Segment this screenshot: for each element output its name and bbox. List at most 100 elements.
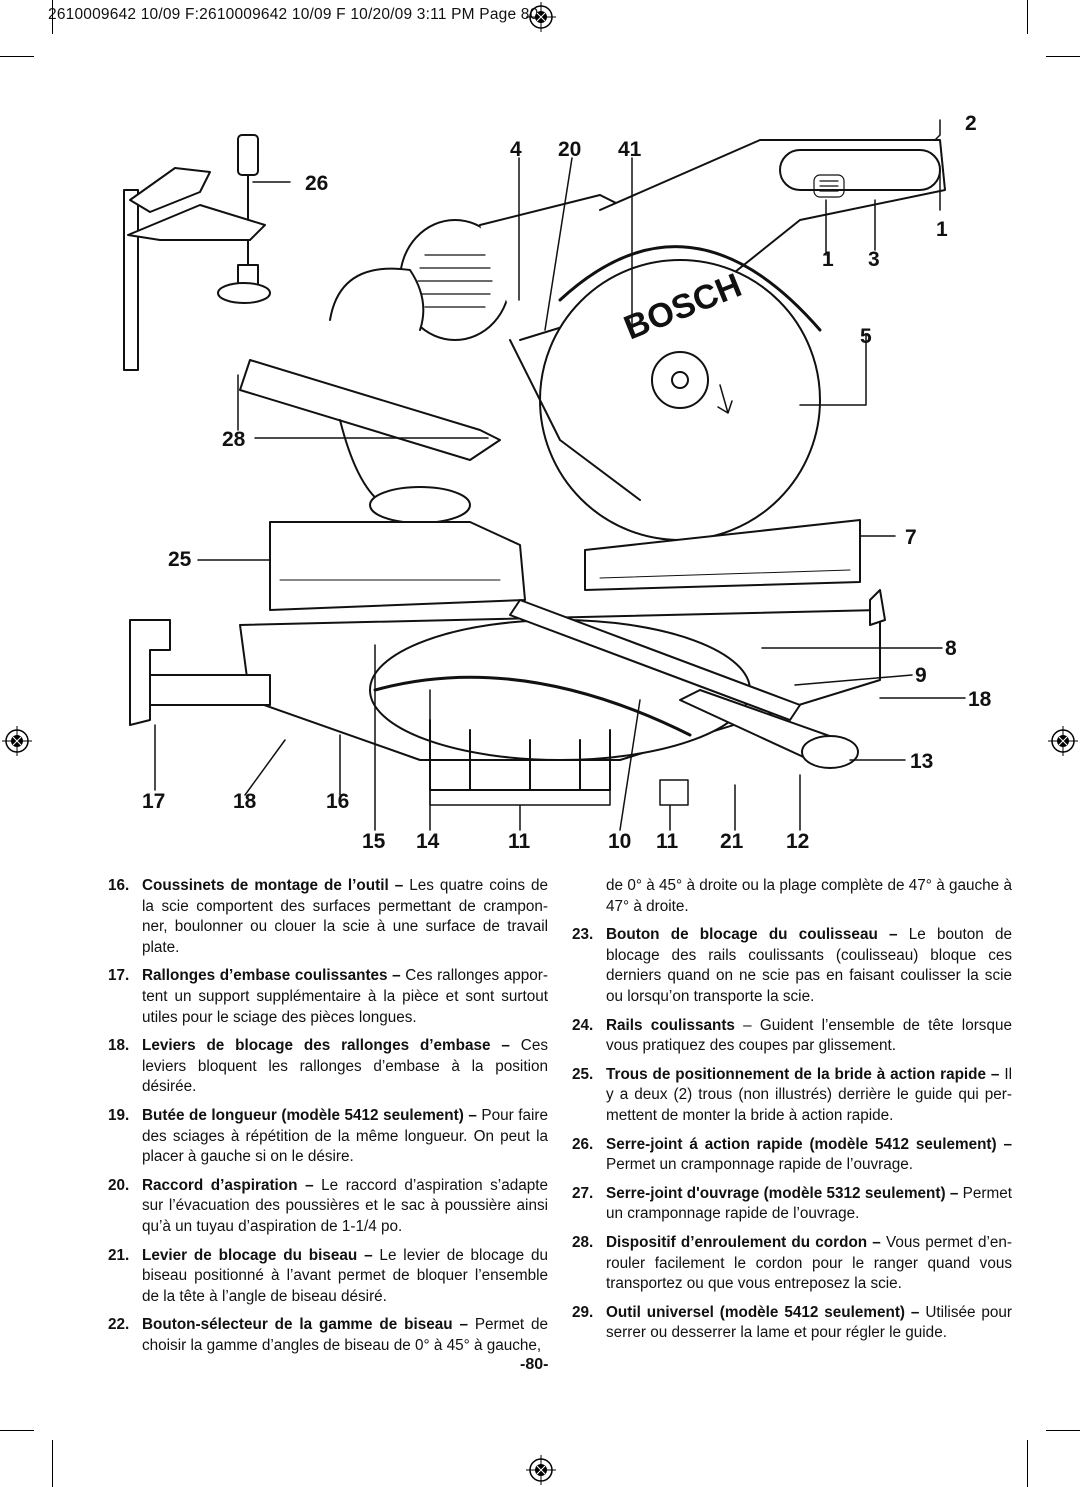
- item-number: 20.: [108, 1176, 130, 1194]
- item-term: Rails coulissants: [606, 1016, 735, 1034]
- legend-item-17: 17. Rallonges d’embase coulissantes – Ces…: [108, 966, 548, 1028]
- item-number: 21.: [108, 1246, 130, 1264]
- item-number: 28.: [572, 1233, 594, 1251]
- callout-21: 21: [720, 830, 744, 853]
- item-number: 16.: [108, 877, 130, 894]
- callout-10: 10: [608, 830, 632, 853]
- item-text: Le bouton de blocage des rails coulissan…: [606, 926, 1012, 1005]
- item-text: – Guident l’ensemble de tête lorsque vou…: [606, 1016, 1012, 1055]
- trim-mark: [52, 0, 53, 34]
- item-number: 17.: [108, 967, 130, 985]
- fence-right: [584, 519, 861, 591]
- item-term: Bouton-sélecteur de la gamme de biseau –: [142, 1316, 468, 1334]
- legend-item-21: 21. Levier de blocage du biseau – Le levi…: [108, 1246, 548, 1308]
- callout-13: 13: [910, 750, 934, 773]
- legend-item-27: 27.Serre-joint d'ouvrage (modèle 5312 se…: [572, 1184, 1012, 1225]
- legend-column-right: de 0° à 45° à droite ou la plage complèt…: [572, 876, 1012, 1352]
- clamp-screw: [237, 134, 259, 176]
- callout-14: 14: [416, 830, 440, 853]
- legend-item-24: 24. Rails coulissants – Guident l’ensembl…: [572, 1016, 1012, 1057]
- callout-41: 41: [618, 138, 642, 161]
- registration-mark-icon: [1048, 726, 1078, 756]
- item-term: Levier de blocage du biseau –: [142, 1246, 373, 1264]
- legend-item-23: 23. Bouton de blocage du coulisseau – Le …: [572, 925, 1012, 1007]
- trim-mark: [0, 1430, 34, 1431]
- callout-17: 17: [142, 790, 166, 813]
- trim-mark: [1046, 1430, 1080, 1431]
- fence-left: [269, 521, 526, 611]
- item-number: 24.: [572, 1016, 594, 1034]
- item-term: Outil universel (modèle 5412 seulement) …: [606, 1303, 920, 1321]
- item-text: Permet un cramponnage rapide de l’ouvrag…: [606, 1184, 1012, 1223]
- legend-item-22: 22. Bouton-sélecteur de la gamme de bisea…: [108, 1315, 548, 1356]
- item-number: 27.: [572, 1184, 594, 1202]
- item-number: 18.: [108, 1037, 130, 1055]
- registration-mark-icon: [526, 1455, 556, 1485]
- item-term: Bouton de blocage du coulisseau –: [606, 926, 898, 944]
- registration-mark-icon: [526, 2, 556, 32]
- item-text: Les quatre coins de la scie comportent d…: [142, 877, 549, 956]
- trim-mark: [1027, 1440, 1028, 1487]
- item-number: 22.: [108, 1316, 130, 1334]
- callout-2: 2: [965, 112, 977, 135]
- item-number: 23.: [572, 926, 594, 944]
- bevel-dial: [369, 486, 471, 524]
- legend-item-19: 19. Butée de longueur (modèle 5412 seulem…: [108, 1106, 548, 1168]
- item-term: Dispositif d’enroulement du cordon –: [606, 1233, 881, 1251]
- trim-mark: [52, 1440, 53, 1487]
- miter-scale: [373, 675, 692, 737]
- legend-column-left: 16. Coussinets de montage de l’outil – Le…: [108, 876, 548, 1364]
- item-number: 19.: [108, 1106, 130, 1124]
- legend-item-20: 20.Raccord d’aspiration – Le raccord d’a…: [108, 1176, 548, 1238]
- item-term: Rallonges d’embase coulissantes –: [142, 967, 401, 985]
- callout-4: 4: [510, 138, 522, 161]
- callout-18-right: 18: [968, 688, 992, 711]
- miter-saw-illustration: BOSCH: [123, 119, 966, 831]
- item-term: Butée de longueur (modèle 5412 seulement…: [142, 1106, 477, 1124]
- item-number: 25.: [572, 1065, 594, 1083]
- trim-mark: [0, 56, 34, 57]
- item-term: Raccord d’aspiration –: [142, 1176, 314, 1194]
- legend-item-26: 26.Serre-joint á action rapide (modèle 5…: [572, 1135, 1012, 1176]
- legend-item-25: 25. Trous de positionnement de la bride à…: [572, 1065, 1012, 1127]
- page-number: -80-: [520, 1356, 549, 1373]
- trim-mark: [1027, 0, 1028, 34]
- item-text: Permet de choisir la gamme d’angles de b…: [142, 1316, 548, 1354]
- item-text: Vous permet d’en-rouler facilement le co…: [606, 1233, 1013, 1293]
- callout-11-left: 11: [508, 830, 531, 853]
- item-term: Trous de positionnement de la bride à ac…: [606, 1065, 1000, 1083]
- item-number: 29.: [572, 1303, 594, 1321]
- handle-grip: [779, 149, 941, 191]
- item-number: 26.: [572, 1135, 594, 1153]
- clamp-post: [123, 189, 139, 371]
- callout-9: 9: [915, 664, 927, 687]
- item-text: Il y a deux (2) trous (non illustrés) de…: [606, 1065, 1012, 1124]
- legend-item-28: 28.Dispositif d’enroulement du cordon – …: [572, 1233, 1012, 1295]
- item-text: Utilisée pour serrer ou desserrer la lam…: [606, 1303, 1012, 1342]
- callout-1: 1: [822, 248, 834, 271]
- legend-item-18: 18. Leviers de blocage des rallonges d’em…: [108, 1036, 548, 1098]
- callout-15: 15: [362, 830, 386, 853]
- callout-1-top: 1: [936, 218, 948, 241]
- item-term: Coussinets de montage de l’outil –: [142, 877, 404, 894]
- callout-7: 7: [905, 526, 917, 549]
- item-text: Pour faire des sciages à répétition de l…: [142, 1106, 548, 1166]
- item-text: Ces rallonges appor-tent un support supp…: [142, 967, 548, 1026]
- callout-5: 5: [860, 325, 872, 348]
- callout-20: 20: [558, 138, 582, 161]
- item-text: Ces leviers bloquent les rallonges d’emb…: [142, 1037, 548, 1096]
- registration-mark-icon: [2, 726, 32, 756]
- callout-11-right: 11: [656, 830, 679, 853]
- legend-item-22-continued: de 0° à 45° à droite ou la plage complèt…: [606, 877, 1012, 915]
- callout-12: 12: [786, 830, 810, 853]
- item-term: Leviers de blocage des rallonges d’embas…: [142, 1037, 510, 1055]
- clamp-pad: [217, 282, 271, 304]
- trim-mark: [1046, 56, 1080, 57]
- item-text: Permet un cramponnage rapide de l’ouvrag…: [606, 1156, 913, 1174]
- item-text: Le levier de blocage du biseau positionn…: [142, 1246, 548, 1305]
- callout-8: 8: [945, 637, 957, 660]
- legend-item-16: 16. Coussinets de montage de l’outil – Le…: [108, 876, 548, 958]
- callout-16: 16: [326, 790, 350, 813]
- callout-25: 25: [168, 548, 192, 571]
- legend-item-29: 29. Outil universel (modèle 5412 seulemen…: [572, 1303, 1012, 1344]
